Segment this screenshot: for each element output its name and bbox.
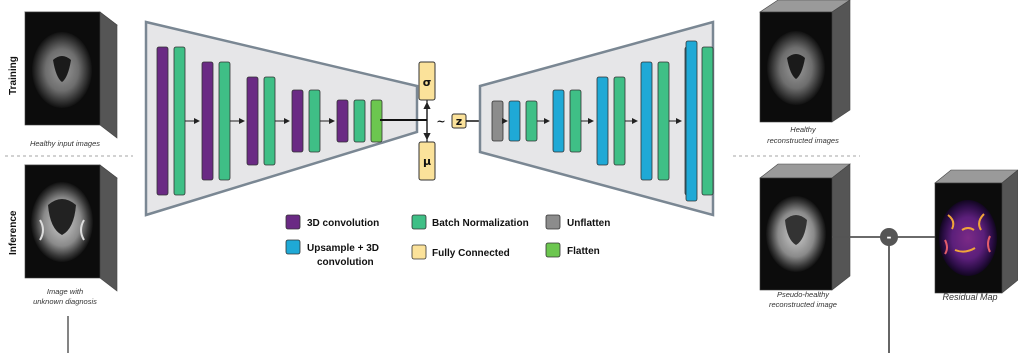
legend-label-batch-norm: Batch Normalization [432, 218, 529, 229]
decoder-batchnorm-layer [657, 61, 670, 181]
pseudo-caption-line2: reconstructed image [769, 300, 837, 309]
encoder-layers [156, 46, 383, 196]
legend-label-upsample-line2: convolution [317, 257, 374, 268]
decoder-batchnorm-layer [613, 76, 626, 166]
decoder-batchnorm-layer [525, 100, 538, 142]
healthy-input-caption: Healthy input images [30, 139, 100, 148]
decoder-layers [491, 40, 714, 202]
legend-label-conv3d: 3D convolution [307, 218, 379, 229]
mu-box [418, 141, 436, 181]
tilde-symbol: ~ [436, 115, 445, 128]
mu-symbol: μ [423, 155, 431, 168]
encoder-conv3d-layer [291, 89, 304, 153]
subtract-symbol: - [887, 230, 892, 244]
encoder-trapezoid [144, 20, 419, 217]
encoder-batchnorm-layer [308, 89, 321, 153]
decoder-upsample-layer [552, 89, 565, 153]
encoder-conv3d-layer [336, 99, 349, 143]
sigma-box [418, 61, 436, 101]
pseudo-healthy-cube [759, 163, 851, 291]
encoder-conv3d-layer [246, 76, 259, 166]
decoder-batchnorm-layer [701, 46, 714, 196]
decoder-upsample-layer [508, 100, 521, 142]
training-label: Training [8, 56, 19, 95]
healthy-recon-caption-line1: Healthy [790, 125, 817, 134]
decoder-upsample-layer [640, 61, 653, 181]
z-symbol: z [456, 115, 462, 128]
legend-label-fully-connected: Fully Connected [432, 248, 510, 259]
encoder-batchnorm-layer [353, 99, 366, 143]
encoder-batchnorm-layer [263, 76, 276, 166]
decoder-upsample-layer [596, 76, 609, 166]
subtract-node [880, 228, 898, 246]
sigma-symbol: σ [423, 76, 432, 89]
legend-swatch-flatten [545, 242, 561, 258]
legend-swatch-unflatten [545, 214, 561, 230]
legend-swatch-batch-norm [411, 214, 427, 230]
residual-caption: Residual Map [942, 292, 997, 302]
legend-label-upsample-line1: Upsample + 3D [307, 243, 379, 254]
decoder-output-layer [685, 40, 698, 202]
legend-swatch-upsample [285, 239, 301, 255]
training-input-cube [24, 11, 118, 139]
legend-swatch-fully-connected [411, 244, 427, 260]
pseudo-caption-line1: Pseudo-healthy [777, 290, 830, 299]
encoder-batchnorm-layer [173, 46, 186, 196]
healthy-reconstructed-cube [759, 0, 851, 123]
legend-swatch-conv3d [285, 214, 301, 230]
encoder-conv3d-layer [201, 61, 214, 181]
legend: 3D convolution Batch Normalization Unfla… [285, 214, 610, 268]
legend-label-flatten: Flatten [567, 246, 600, 257]
decoder-batchnorm-layer [569, 89, 582, 153]
unknown-caption-line2: unknown diagnosis [33, 297, 97, 306]
decoder-trapezoid [478, 20, 715, 217]
decoder-unflatten-layer [491, 100, 504, 142]
legend-label-unflatten: Unflatten [567, 218, 610, 229]
inference-label: Inference [8, 210, 19, 255]
residual-map-cube [934, 169, 1018, 294]
inference-input-cube [24, 164, 118, 292]
encoder-conv3d-layer [156, 46, 169, 196]
healthy-recon-caption-line2: reconstructed images [767, 136, 839, 145]
encoder-batchnorm-layer [218, 61, 231, 181]
unknown-caption-line1: Image with [47, 287, 83, 296]
